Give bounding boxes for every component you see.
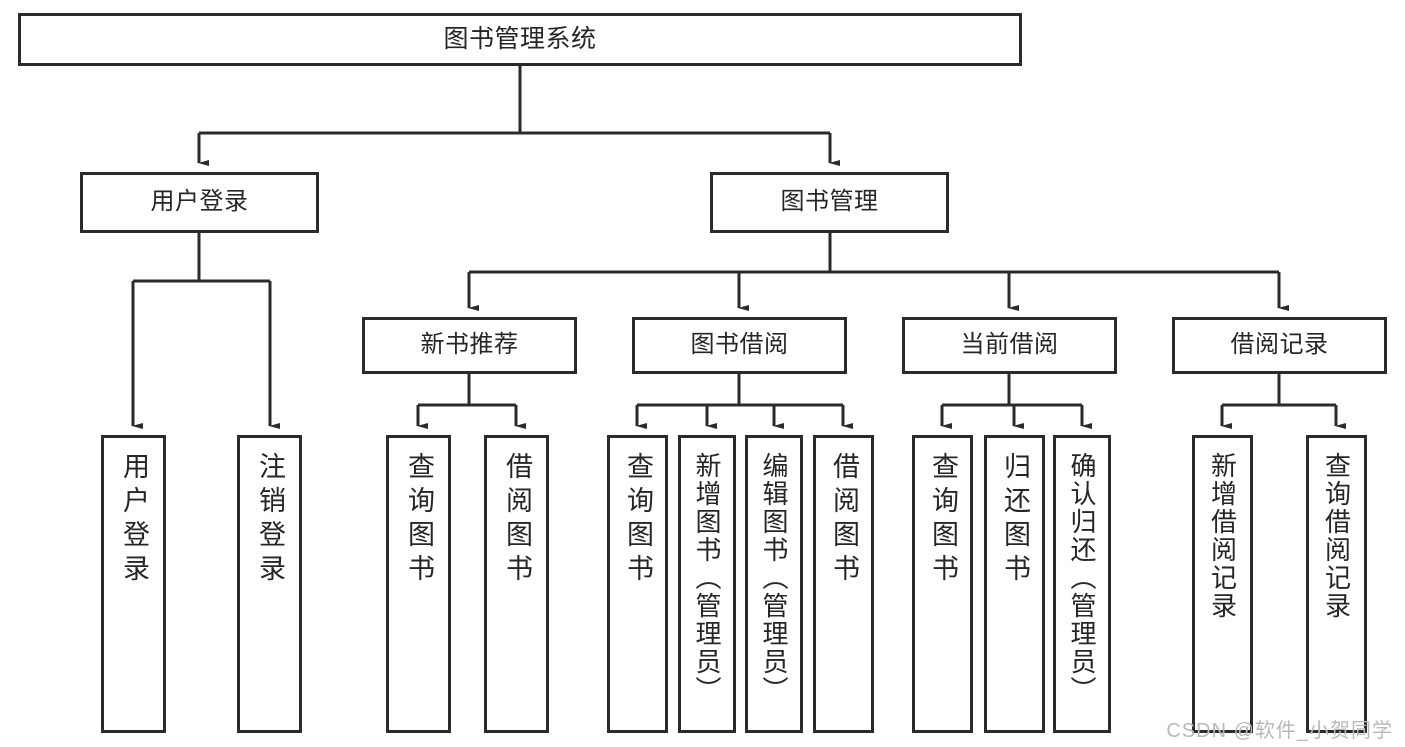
node-leaf-user-login[interactable]: 用户登录: [101, 435, 166, 733]
node-leaf-return-book[interactable]: 归还图书: [984, 435, 1045, 733]
node-leaf-user-login-label: 用户登录: [119, 452, 149, 588]
node-borrow-record[interactable]: 借阅记录: [1172, 317, 1387, 374]
node-leaf-borrow-book-1-label: 借阅图书: [502, 452, 532, 588]
node-leaf-return-book-label: 归还图书: [1000, 452, 1030, 588]
node-leaf-query-book-3[interactable]: 查询图书: [912, 435, 973, 733]
node-leaf-query-book-3-label: 查询图书: [928, 452, 958, 588]
node-current-borrow[interactable]: 当前借阅: [902, 317, 1117, 374]
node-leaf-confirm-return-label: 确认归还（管理员）: [1067, 452, 1097, 704]
node-current-borrow-label: 当前借阅: [960, 331, 1059, 359]
node-leaf-query-book-1-label: 查询图书: [404, 452, 434, 588]
node-root[interactable]: 图书管理系统: [18, 13, 1022, 66]
node-leaf-confirm-return[interactable]: 确认归还（管理员）: [1053, 435, 1111, 733]
node-leaf-add-book[interactable]: 新增图书（管理员）: [678, 435, 736, 733]
node-root-label: 图书管理系统: [443, 24, 597, 53]
node-book-manage-label: 图书管理: [780, 188, 879, 216]
node-leaf-query-record[interactable]: 查询借阅记录: [1306, 435, 1367, 733]
node-leaf-borrow-book-2[interactable]: 借阅图书: [813, 435, 874, 733]
node-leaf-add-record-label: 新增借阅记录: [1207, 452, 1238, 620]
node-leaf-query-book-2[interactable]: 查询图书: [607, 435, 668, 733]
node-leaf-query-book-1[interactable]: 查询图书: [386, 435, 451, 733]
node-leaf-query-book-2-label: 查询图书: [623, 452, 653, 588]
node-book-borrow-label: 图书借阅: [690, 331, 789, 359]
node-book-manage[interactable]: 图书管理: [710, 172, 949, 233]
node-book-borrow[interactable]: 图书借阅: [632, 317, 847, 374]
node-borrow-record-label: 借阅记录: [1230, 331, 1329, 359]
node-new-book-rec-label: 新书推荐: [420, 331, 519, 359]
node-leaf-query-record-label: 查询借阅记录: [1321, 452, 1352, 620]
node-leaf-edit-book[interactable]: 编辑图书（管理员）: [745, 435, 803, 733]
watermark-text: CSDN @软件_小贺同学: [1166, 720, 1393, 742]
node-leaf-borrow-book-1[interactable]: 借阅图书: [484, 435, 549, 733]
node-leaf-logout[interactable]: 注销登录: [237, 435, 302, 733]
node-leaf-borrow-book-2-label: 借阅图书: [829, 452, 859, 588]
node-leaf-add-record[interactable]: 新增借阅记录: [1192, 435, 1253, 733]
node-leaf-edit-book-label: 编辑图书（管理员）: [759, 452, 789, 704]
node-user-login-label: 用户登录: [150, 188, 249, 216]
node-new-book-rec[interactable]: 新书推荐: [362, 317, 577, 374]
node-leaf-add-book-label: 新增图书（管理员）: [692, 452, 722, 704]
node-user-login[interactable]: 用户登录: [80, 172, 319, 233]
node-leaf-logout-label: 注销登录: [255, 452, 285, 588]
